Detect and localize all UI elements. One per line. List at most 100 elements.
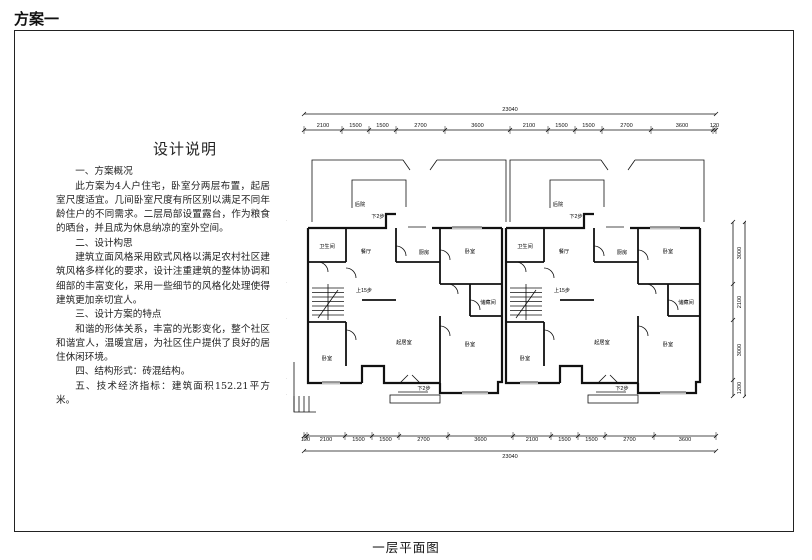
room-label-bathroom: 卫生间 [319, 242, 335, 250]
dim-label: 2100 [523, 123, 535, 129]
room-label-dining: 餐厅 [361, 247, 371, 255]
entry-door-icon [399, 374, 421, 384]
door-swing [637, 249, 649, 261]
room-label-kitchen: 厨房 [419, 248, 429, 256]
exterior-wall [504, 228, 560, 385]
description-paragraph: 五、技术经济指标：建筑面积152.21平方米。 [56, 380, 270, 407]
description-paragraph: 一、方案概况 [75, 166, 133, 178]
door-swing [515, 261, 527, 273]
room-label-bedroom: 卧室 [663, 340, 673, 348]
dim-label: 3000 [737, 247, 743, 259]
door-swing [667, 299, 679, 311]
door-swing [543, 267, 555, 279]
exterior-wall [308, 212, 396, 230]
door-swing [345, 267, 357, 279]
stair-arrow-icon [515, 289, 537, 319]
room-label-back-yard: 后院 [355, 200, 366, 208]
dim-tick [730, 219, 736, 225]
description-paragraph: 此方案为4人户住宅，卧室分两层布置，起居室尺度适宜。几间卧室尺度有所区别以满足不… [56, 180, 270, 235]
door-swing [637, 325, 649, 337]
description-title: 设计说明 [152, 140, 217, 158]
room-label-bedroom: 卧室 [663, 247, 673, 255]
entry-door-icon [597, 374, 619, 384]
dim-tick [301, 111, 307, 117]
dim-label: 3600 [676, 123, 688, 129]
yard-fence [509, 159, 601, 222]
dim-total-top: 23040 [502, 107, 518, 113]
dim-label: 1500 [585, 437, 597, 443]
exterior-wall [438, 228, 504, 395]
dim-label: 2100 [526, 437, 538, 443]
description-paragraph: 和谐的形体关系，丰富的光影变化，整个社区和谐宜人，温暖宜居，为社区住户提供了良好… [56, 323, 270, 364]
dim-label: 2700 [620, 123, 632, 129]
room-label-living: 起居室 [594, 338, 610, 346]
dim-label: 1500 [349, 123, 361, 129]
yard-inner-wall [549, 179, 605, 208]
dim-label: 2700 [417, 437, 429, 443]
dim-tick [742, 394, 746, 399]
dim-label: 1500 [582, 123, 594, 129]
description-paragraph: 四、结构形式：砖混结构。 [75, 366, 191, 378]
description-paragraph: 二、设计构思 [75, 237, 133, 249]
dim-label: 120 [301, 437, 310, 443]
exterior-wall [636, 228, 702, 395]
door-swing [345, 329, 357, 341]
dim-tick [713, 111, 719, 117]
plan-unit-right: 后院卫生间餐厅厨房卧室储藏间起居室卧室卧室下2步上15步下2步 [504, 159, 705, 404]
room-label-storage: 储藏间 [678, 298, 694, 306]
exterior-wall [360, 364, 440, 385]
dim-label: 2100 [320, 437, 332, 443]
gate-icon [402, 159, 438, 171]
yard-fence [635, 159, 705, 222]
room-label-kitchen: 厨房 [617, 248, 627, 256]
room-label-back-yard: 后院 [553, 200, 564, 208]
dim-label: 1500 [555, 123, 567, 129]
dim-label: 1500 [379, 437, 391, 443]
room-label-dining: 餐厅 [559, 247, 569, 255]
door-swing [447, 283, 459, 295]
exterior-wall [506, 212, 594, 230]
dim-label: 3600 [471, 123, 483, 129]
dim-label: 2100 [317, 123, 329, 129]
entrance-step [587, 394, 639, 404]
door-swing [439, 325, 451, 337]
exterior-wall [558, 364, 638, 385]
dim-label: 2700 [623, 437, 635, 443]
dim-tick [730, 377, 736, 383]
dim-label: 1500 [376, 123, 388, 129]
plan-unit-left: 后院卫生间餐厅厨房卧室储藏间起居室卧室卧室下2步上15步下2步 [293, 159, 507, 413]
dim-label: 2100 [737, 296, 743, 308]
door-swing [395, 245, 407, 257]
description-paragraph: 三、设计方案的特点 [75, 309, 162, 321]
door-swing [317, 261, 329, 273]
room-label-bathroom: 卫生间 [517, 242, 533, 250]
room-label-storage: 储藏间 [480, 298, 496, 306]
dim-label: 120 [710, 123, 719, 129]
door-swing [543, 329, 555, 341]
step-note-top: 下2步 [569, 213, 582, 220]
description-paragraph: 建筑立面风格采用欧式风格以满足农村社区建筑风格多样化的要求，设计注重建筑的整体协… [56, 252, 270, 306]
entrance-step [389, 394, 441, 404]
dim-tick [742, 220, 746, 225]
dim-label: 3600 [679, 437, 691, 443]
exterior-wall [306, 228, 362, 385]
dim-label: 2700 [414, 123, 426, 129]
room-label-living: 起居室 [396, 338, 412, 346]
dim-tick [730, 393, 736, 399]
step-note-stair: 上15步 [356, 286, 372, 294]
drawing-frame [14, 30, 794, 532]
door-swing [593, 245, 605, 257]
dim-tick [301, 448, 307, 454]
step-note-entrance: 下2步 [615, 385, 628, 392]
dim-label: 1500 [558, 437, 570, 443]
dim-tick [730, 281, 736, 287]
dim-total-bottom: 23040 [502, 454, 518, 460]
step-note-entrance: 下2步 [417, 385, 430, 392]
room-label-bedroom: 卧室 [520, 354, 530, 362]
door-swing [645, 283, 657, 295]
door-swing [439, 249, 451, 261]
yard-inner-wall [351, 179, 407, 208]
step-note-stair: 上15步 [554, 286, 570, 294]
design-description: 设计说明 一、方案概况此方案为4人户住宅，卧室分两层布置，起居室尺度适宜。几间卧… [56, 140, 270, 408]
description-body: 一、方案概况此方案为4人户住宅，卧室分两层布置，起居室尺度适宜。几间卧室尺度有所… [56, 165, 270, 408]
